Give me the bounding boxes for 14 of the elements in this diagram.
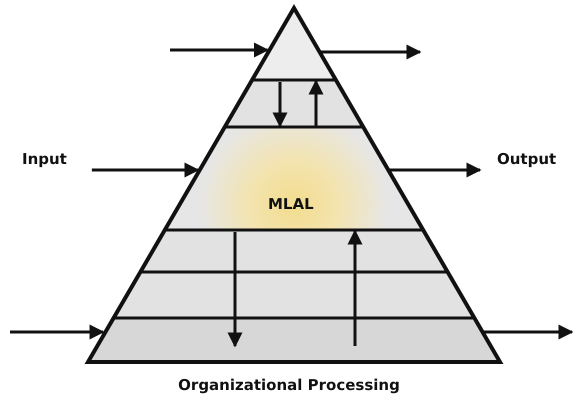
caption: Organizational Processing <box>177 376 401 394</box>
input-label: Input <box>22 150 67 168</box>
arrow <box>389 162 482 178</box>
arrow <box>320 44 422 60</box>
arrow <box>484 324 574 340</box>
arrow <box>272 82 288 128</box>
arrow <box>92 162 200 178</box>
band-label: MLAL <box>268 195 314 213</box>
output-label: Output <box>497 150 556 168</box>
arrow <box>170 42 269 58</box>
arrow <box>348 230 362 346</box>
arrow <box>308 80 324 128</box>
arrow <box>10 324 105 340</box>
arrow <box>228 232 242 348</box>
